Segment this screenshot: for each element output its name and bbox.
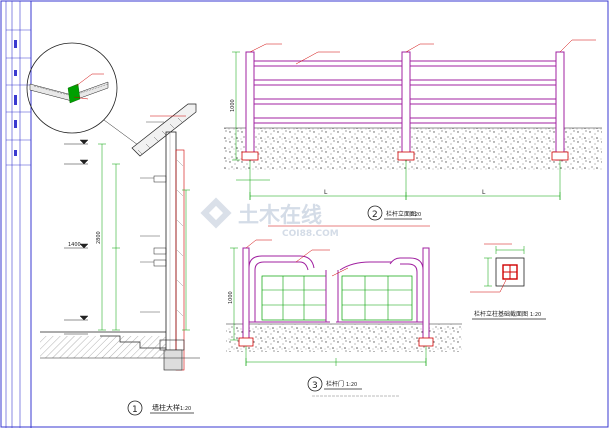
gate-detail: 1000 3 栏杆门 1:20 [226, 225, 462, 397]
fence-dimensions [232, 51, 561, 200]
roof-tile-magnified [29, 73, 109, 104]
fence-elevation-number: 2 [372, 210, 378, 220]
wall-level-markers [64, 139, 89, 335]
fence-elevation-title-block: 2 栏杆立面图 1:20 [367, 205, 422, 221]
wall-dimension-lines [98, 143, 190, 331]
ground-and-steps [40, 331, 200, 359]
roof-eave [131, 103, 197, 157]
fence-elevation-scale: 1:20 [410, 212, 421, 218]
post-leaders [249, 39, 596, 65]
fence-elevation-detail: 1000 L L 2 栏杆立面图 1:20 [224, 39, 602, 221]
gate-leaf-left [248, 255, 330, 323]
fence-elevation-title: 栏杆立面图 [386, 210, 416, 218]
watermark-subtext: COI88.COM [282, 229, 339, 239]
gate-dimensions [230, 247, 427, 366]
gate-scale: 1:20 [346, 382, 357, 388]
column-base-section-detail: 栏杆立柱基础截面图 1:20 [470, 243, 546, 320]
wall-column-title-block: 1 墙柱大样 1:20 [127, 400, 194, 416]
gate-title-block: 3 栏杆门 1:20 [307, 376, 400, 397]
fence-span-left: L [324, 189, 328, 196]
wall-upper-dim: 1400 [68, 242, 81, 248]
column-base-title: 栏杆立柱基础截面图 [474, 310, 528, 318]
fence-height-dim: 1000 [230, 99, 236, 112]
wall-total-dim: 2800 [96, 231, 102, 244]
wall-column-detail: 2800 1400 1 墙柱大样 1:20 [26, 42, 200, 416]
wall-leader-notes [140, 121, 164, 313]
gate-height-dim: 1000 [228, 291, 234, 304]
gate-title: 栏杆门 [326, 380, 344, 388]
gate-leaders [245, 225, 430, 277]
magnified-roof-detail [26, 42, 118, 134]
gate-number: 3 [312, 381, 318, 391]
wall-column-title: 墙柱大样 [152, 403, 180, 412]
fence-span-right: L [482, 189, 486, 196]
watermark-text: 土木在线 [238, 203, 322, 227]
watermark-logo-icon [200, 197, 232, 229]
gravel-band [224, 128, 602, 170]
fence-rails [253, 60, 557, 124]
watermark: 土木在线 COI88.COM [200, 197, 339, 239]
wall-column [153, 131, 185, 371]
gate-leaf-right [336, 257, 424, 323]
wall-column-scale: 1:20 [180, 406, 191, 412]
column-base-scale: 1:20 [530, 312, 541, 318]
wall-column-number: 1 [132, 405, 138, 415]
